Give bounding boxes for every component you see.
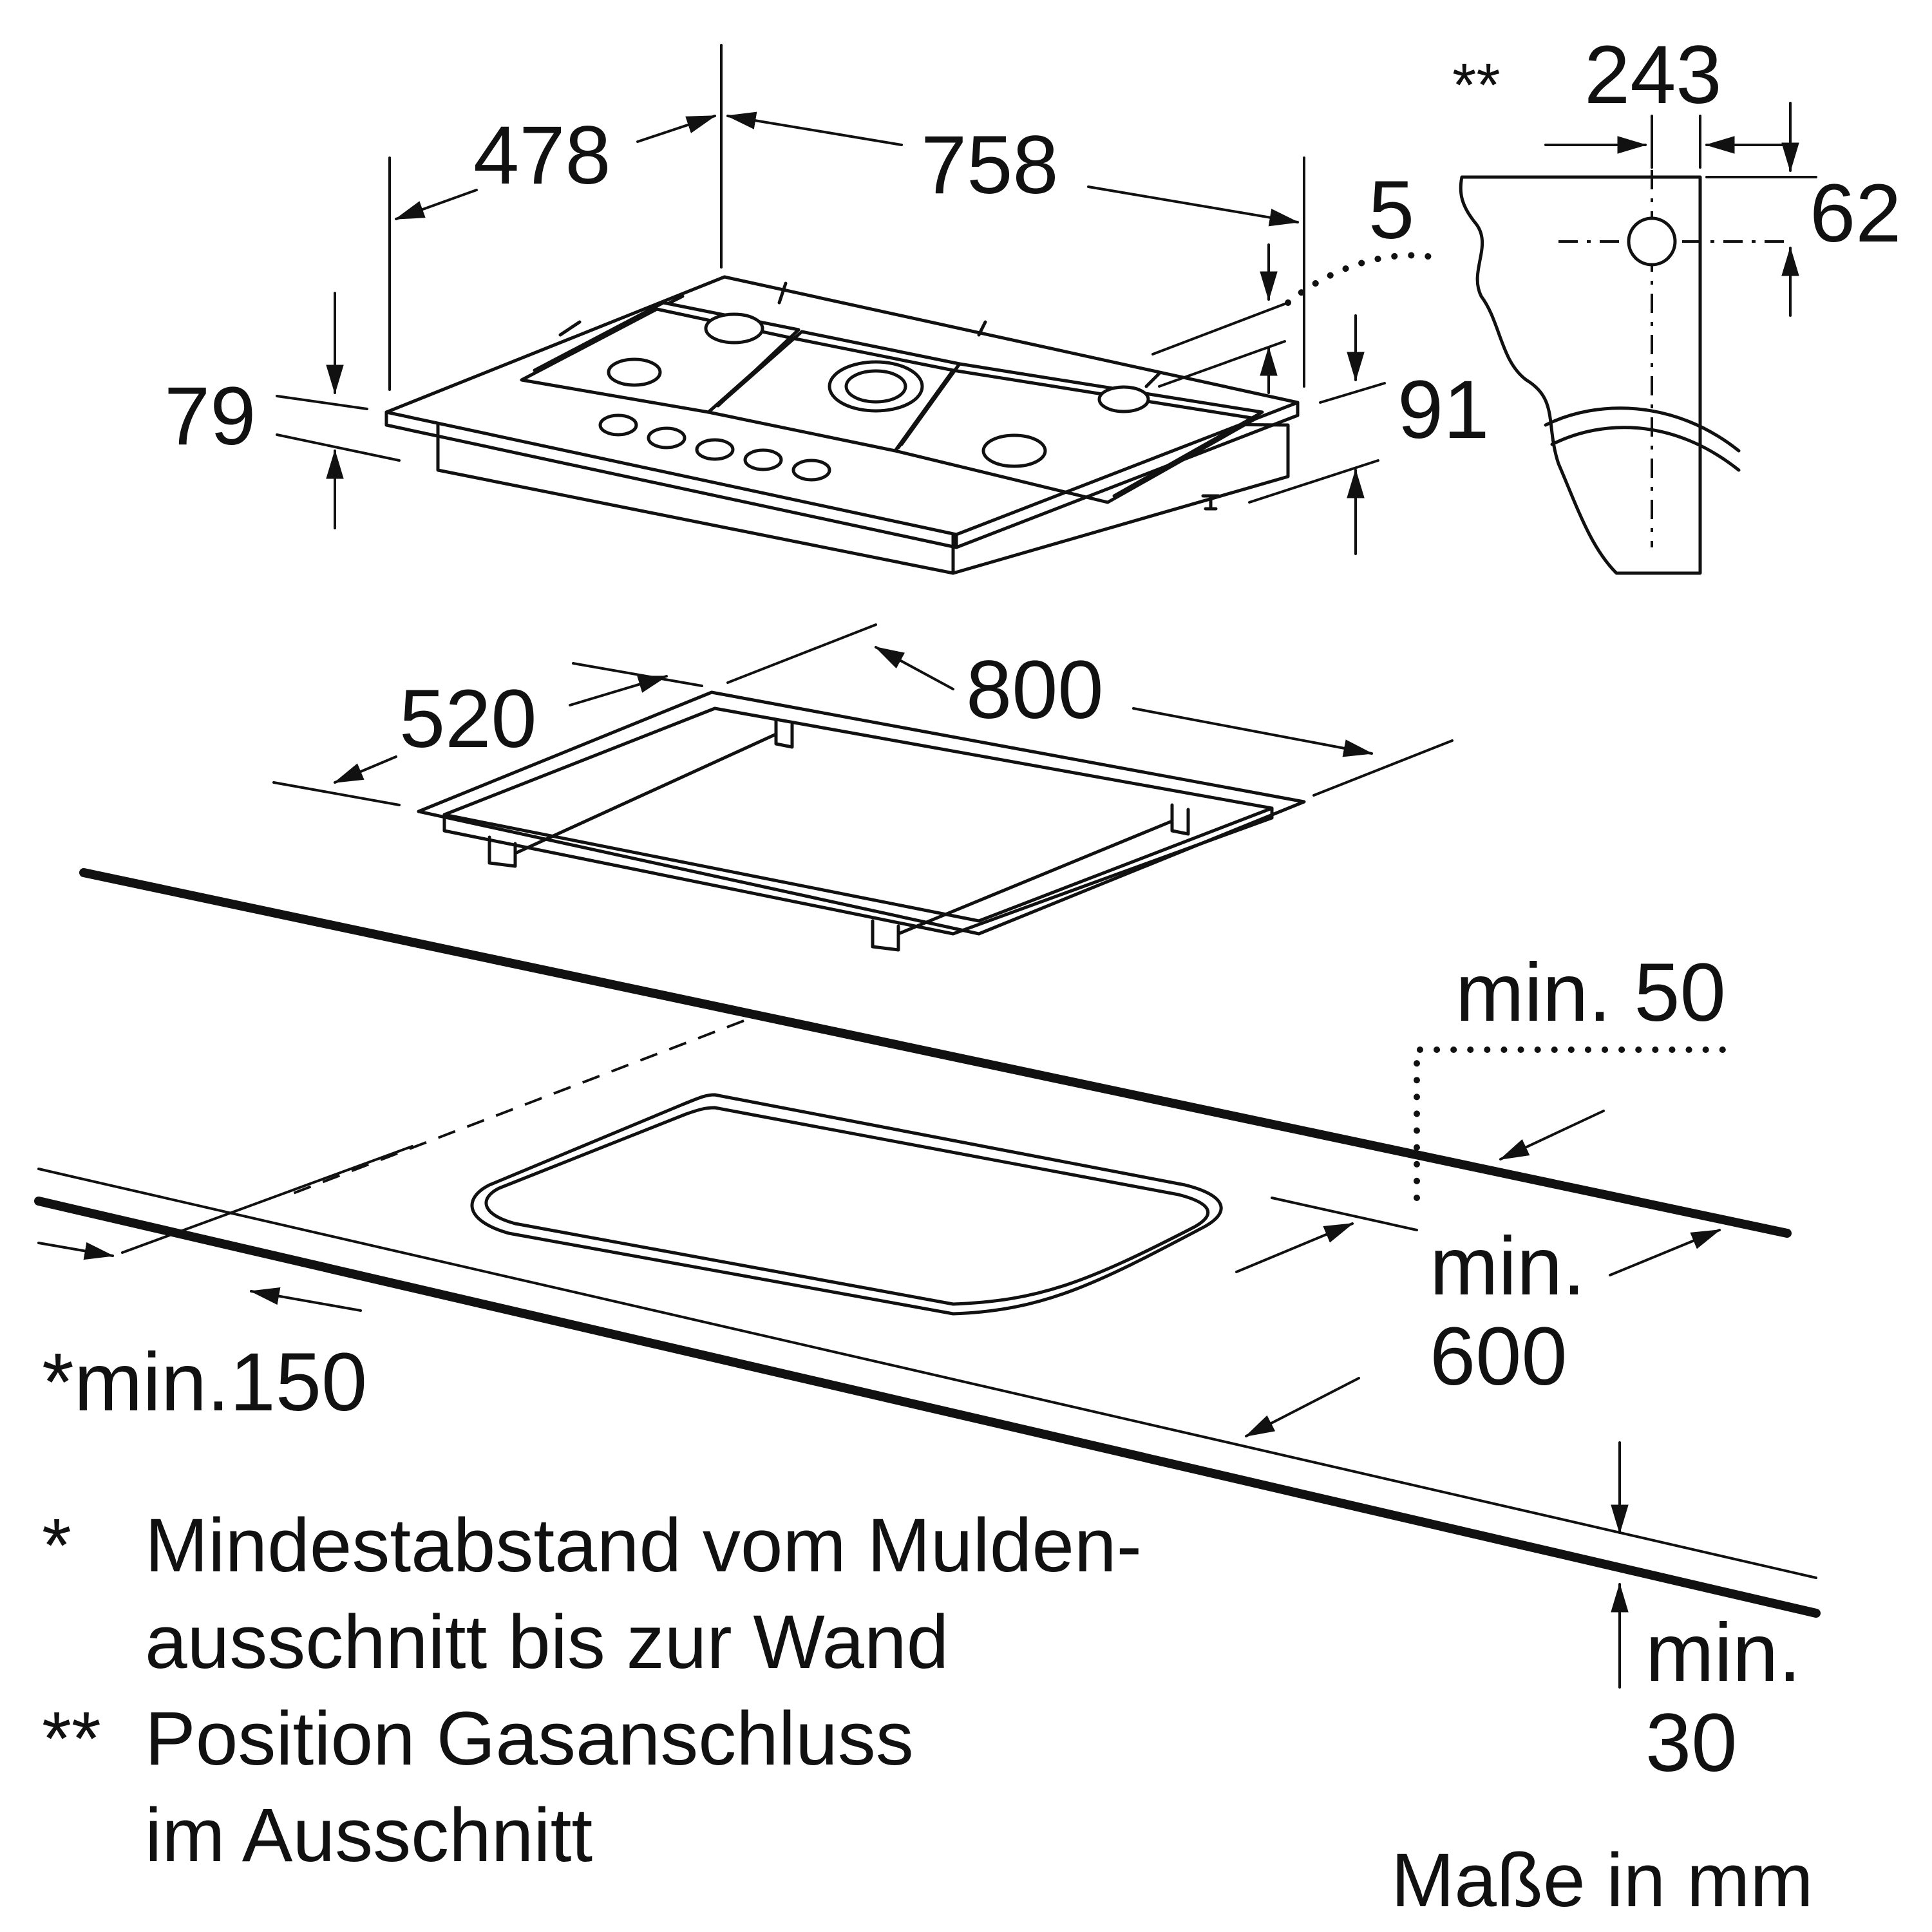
dim-gas-offset-y: 62 bbox=[1810, 167, 1901, 260]
hob-drawing: 478 758 79 5 91 bbox=[164, 44, 1489, 575]
footnote-marker-2: ** bbox=[42, 1696, 101, 1781]
dim-min-side-2: 600 bbox=[1430, 1311, 1567, 1403]
gas-mark: ** bbox=[1452, 51, 1501, 120]
gas-connector bbox=[1201, 494, 1220, 511]
dim-min-wall: *min.150 bbox=[42, 1336, 367, 1428]
burners bbox=[607, 312, 1150, 468]
gas-connection-detail: 243 62 ** bbox=[1452, 29, 1901, 575]
worktop-drawing: min. 50 min. 600 *min.150 min. 30 bbox=[34, 868, 1821, 1789]
footnotes: * Mindestabstand vom Mulden- ausschnitt … bbox=[42, 1503, 1142, 1878]
cutout-frame-drawing: 520 800 bbox=[272, 623, 1454, 952]
dim-gas-offset-x: 243 bbox=[1584, 29, 1722, 121]
footnote-marker-1: * bbox=[42, 1503, 71, 1588]
dim-min-side-1: min. bbox=[1430, 1220, 1586, 1312]
dim-glass-offset: 5 bbox=[1368, 164, 1414, 256]
dim-cutout-depth: 520 bbox=[399, 673, 537, 765]
dim-hob-width: 758 bbox=[921, 119, 1059, 211]
dim-min-thickness-2: 30 bbox=[1645, 1697, 1737, 1789]
dim-cutout-width: 800 bbox=[966, 644, 1104, 736]
dim-hob-depth: 478 bbox=[473, 109, 611, 202]
dim-hob-height: 79 bbox=[164, 370, 256, 462]
dim-connection-height: 91 bbox=[1397, 364, 1489, 456]
footnote-2-line-2: im Ausschnitt bbox=[145, 1793, 592, 1878]
dim-min-rear: min. 50 bbox=[1455, 947, 1726, 1039]
footnote-2-line-1: Position Gasanschluss bbox=[145, 1696, 914, 1781]
footnote-1-line-2: ausschnitt bis zur Wand bbox=[145, 1600, 949, 1685]
unit-note: Maße in mm bbox=[1391, 1838, 1814, 1923]
footnote-1-line-1: Mindestabstand vom Mulden- bbox=[145, 1503, 1142, 1588]
dim-min-thickness-1: min. bbox=[1645, 1607, 1801, 1699]
control-knobs bbox=[598, 413, 831, 482]
